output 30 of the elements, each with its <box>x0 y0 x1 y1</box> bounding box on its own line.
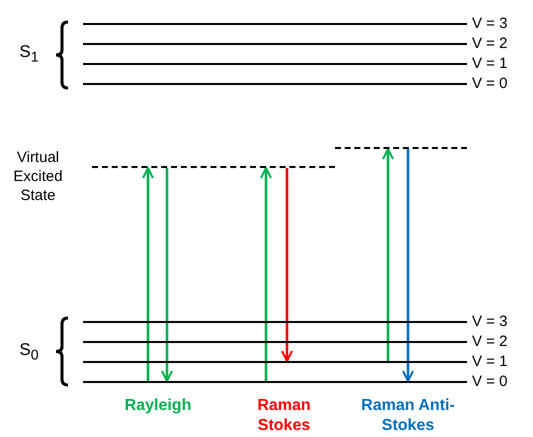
energy-level-line <box>83 83 467 85</box>
process-label: Raman Stokes <box>256 396 312 436</box>
transition-arrow <box>161 168 173 382</box>
virtual-state-line <box>92 166 335 168</box>
level-label: V = 3 <box>472 15 508 32</box>
energy-level-line <box>83 23 467 25</box>
level-label: V = 3 <box>472 313 508 330</box>
state-label: S$_{1}$ <box>18 42 40 68</box>
level-label: V = 2 <box>472 333 508 350</box>
transition-arrow <box>281 168 293 362</box>
level-label: V = 0 <box>472 75 508 92</box>
transition-arrow <box>260 167 272 381</box>
energy-level-line <box>83 63 467 65</box>
level-label: V = 1 <box>472 353 508 370</box>
energy-level-line <box>83 321 467 323</box>
state-label: S$_{0}$ <box>18 340 40 366</box>
process-label: Rayleigh <box>124 396 192 416</box>
transition-arrow <box>142 167 154 381</box>
state-label: Virtual Excited State <box>12 148 64 205</box>
level-label: V = 0 <box>472 373 508 390</box>
process-label: Raman Anti-Stokes <box>360 396 456 436</box>
energy-level-line <box>83 341 467 343</box>
level-label: V = 1 <box>472 55 508 72</box>
energy-level-line <box>83 381 467 383</box>
transition-arrow <box>382 148 394 361</box>
energy-level-line <box>83 43 467 45</box>
level-label: V = 2 <box>472 35 508 52</box>
energy-level-line <box>83 361 467 363</box>
virtual-state-line <box>335 147 467 149</box>
transition-arrow <box>402 149 414 382</box>
